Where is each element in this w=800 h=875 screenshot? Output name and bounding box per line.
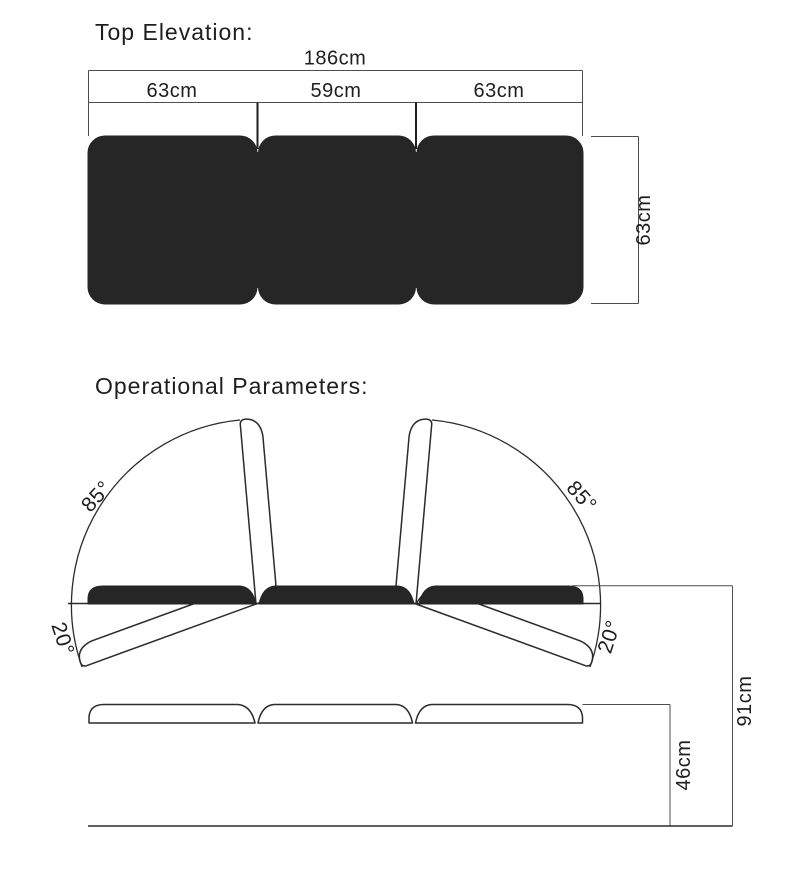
max-height-label: 91cm [734,676,756,727]
left-motion-arc [70,419,241,668]
depth-label: 63cm [633,195,655,246]
lowered-cushion-middle [257,703,414,724]
right-legrest-angle-label: 20° [593,617,625,656]
operational-parameters-title: Operational Parameters: [95,373,369,399]
segment1-width-label: 63cm [147,80,198,102]
segment2-width-label: 59cm [311,80,362,102]
cushion-middle-plan [258,135,416,305]
min-height-label: 46cm [673,740,695,791]
cushion-right-plan [416,135,584,305]
cushion-left-side [87,585,257,605]
left-section-raised-outline [239,418,277,605]
total-width-label: 186cm [304,48,367,70]
lowered-cushion-left [88,703,256,724]
cushion-middle-side [258,585,415,605]
cushion-left-plan [87,135,258,305]
right-section-raised-outline [395,418,433,605]
cushion-right-side [418,585,584,605]
right-motion-arc [431,419,602,668]
left-legrest-angle-label: 20° [46,619,78,658]
top-elevation-title: Top Elevation: [95,19,253,45]
left-backrest-angle-label: 85° [77,477,116,517]
segment3-width-label: 63cm [474,80,525,102]
right-backrest-angle-label: 85° [562,477,601,517]
lowered-cushion-right [414,703,584,724]
